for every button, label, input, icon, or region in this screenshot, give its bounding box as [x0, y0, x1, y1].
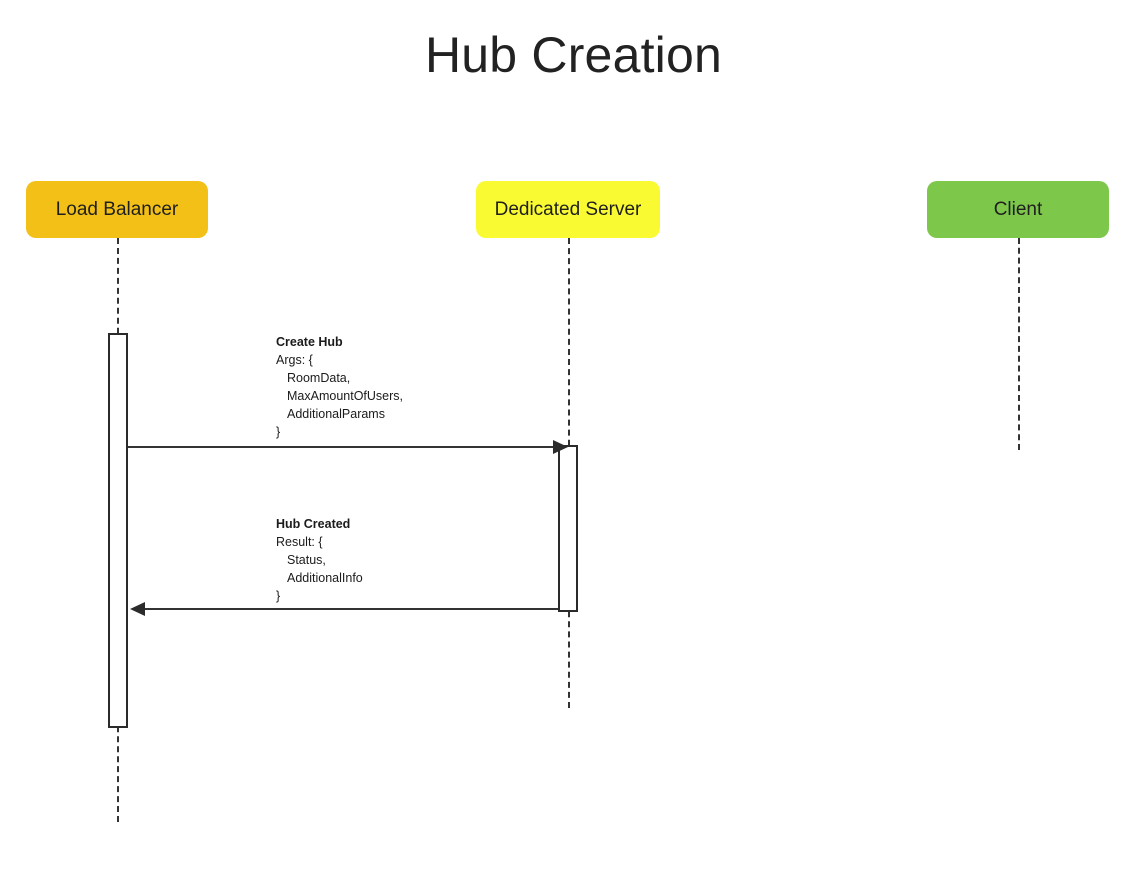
participant-dedicated-server[interactable]: Dedicated Server: [476, 181, 660, 238]
message-hub-created-line: [145, 608, 558, 610]
message-hub-created-label-title: Hub Created: [276, 517, 351, 531]
activation-load-balancer: [108, 333, 128, 728]
participant-load-balancer[interactable]: Load Balancer: [26, 181, 208, 238]
message-hub-created-label-line: }: [276, 589, 281, 603]
message-create-hub-label-line: AdditionalParams: [287, 407, 385, 421]
lifeline-client: [1018, 238, 1020, 450]
participant-load-balancer-label: Load Balancer: [55, 198, 179, 220]
message-create-hub-arrowhead: [553, 440, 568, 454]
message-hub-created-label-line: AdditionalInfo: [287, 571, 363, 585]
participant-client[interactable]: Client: [927, 181, 1109, 238]
page-title: Hub Creation: [424, 27, 722, 83]
message-create-hub-line: [128, 446, 553, 448]
message-create-hub-label-line: MaxAmountOfUsers,: [287, 389, 404, 403]
message-hub-created-arrowhead: [130, 602, 145, 616]
message-create-hub-label-line: Args: {: [276, 353, 313, 367]
message-hub-created-label-line: Status,: [287, 553, 326, 567]
message-create-hub-label-line: RoomData,: [287, 371, 351, 385]
activation-dedicated-server: [558, 445, 578, 612]
message-hub-created-label-line: Result: {: [276, 535, 323, 549]
participant-dedicated-server-label: Dedicated Server: [494, 198, 642, 220]
participant-client-label: Client: [993, 198, 1043, 220]
message-create-hub-label-line: }: [276, 425, 281, 439]
message-create-hub-label-title: Create Hub: [276, 335, 343, 349]
